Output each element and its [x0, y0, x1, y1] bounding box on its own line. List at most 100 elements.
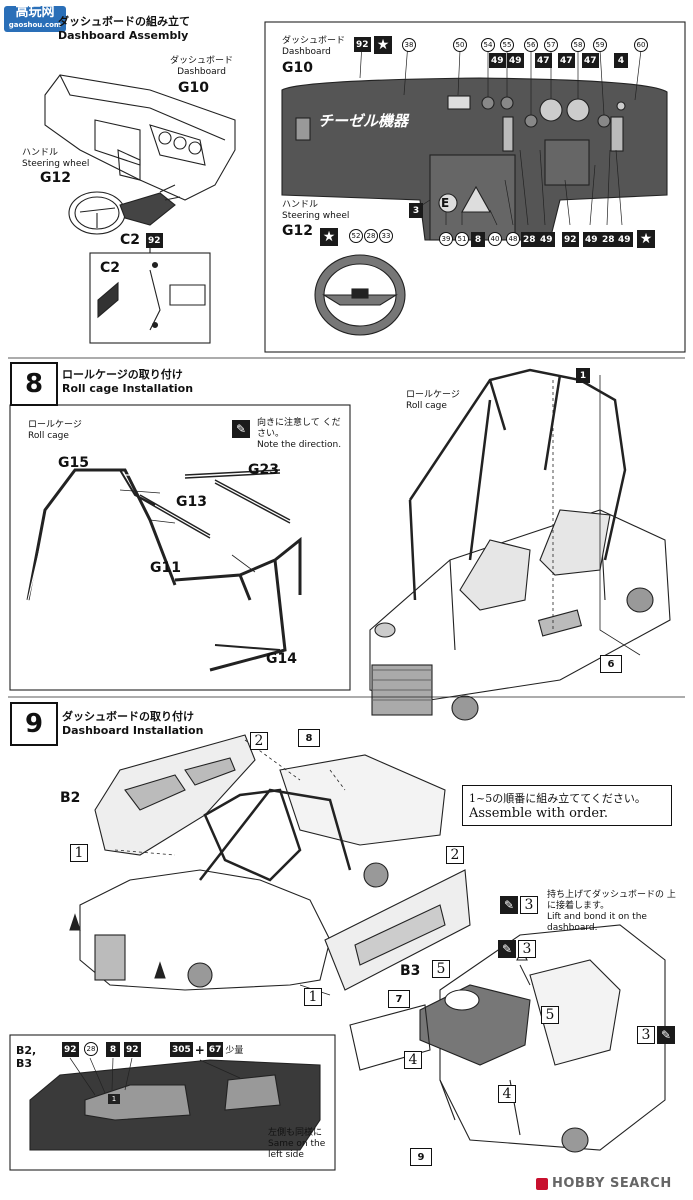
step7-wheel-en: Steering wheel	[22, 159, 90, 169]
inset-mid-color-1: 49	[507, 53, 524, 68]
inset-bottom-color-1: 39	[439, 232, 453, 246]
step8-note-en: Note the direction.	[257, 440, 342, 450]
inset-mid-color-5: 4	[614, 53, 628, 68]
inset-bottom-color-4: 40	[488, 232, 502, 246]
step9-ref-8: 8	[298, 729, 320, 747]
step8-part-g23: G23	[248, 462, 279, 478]
step8-number: 8	[10, 362, 58, 406]
step8-right-cage-label: ロールケージ Roll cage	[406, 390, 460, 412]
step7-c2-color: 92	[146, 233, 163, 248]
step9-panel-small: 少量	[225, 1046, 244, 1056]
inset-e-letter: E	[441, 196, 450, 210]
inset-wheel-jp: ハンドル	[282, 200, 319, 210]
inset-num-2: 55	[500, 38, 514, 52]
step9-b3: B3	[400, 963, 421, 979]
step7-wheel-part: G12	[40, 170, 71, 186]
inset-bottom-color-11: 49	[616, 232, 633, 247]
glue-icon-lift: ✎	[500, 896, 518, 914]
step7-title-jp: ダッシュボードの組み立て	[58, 15, 190, 28]
glue-icon-right: ✎	[657, 1026, 675, 1044]
step9-order-note: 1~5の順番に組み立ててください。 Assemble with order.	[462, 785, 672, 826]
step7-dashboard-en: Dashboard	[177, 67, 226, 77]
inset-color-top-1: 38	[402, 38, 416, 52]
step7-header: ダッシュボードの組み立て Dashboard Assembly	[58, 13, 190, 42]
step9-panel-color-2: 8	[106, 1042, 120, 1057]
step9-panel-color-0: 92	[62, 1042, 79, 1057]
step9-seq-3-mid: 3	[518, 940, 536, 958]
inset-color-top-0: 92	[354, 37, 371, 52]
inset-star-icon-wheel: ★	[320, 228, 338, 246]
step9-seq-2-top: 2	[250, 732, 268, 750]
step8-part-g15: G15	[58, 455, 89, 471]
step8-right-cage-jp: ロールケージ	[406, 390, 460, 400]
step9-title-jp: ダッシュボードの取り付け	[62, 710, 194, 723]
step9-panel-color-3: 92	[124, 1042, 141, 1057]
inset-wheel-color-2: 33	[379, 229, 393, 243]
step9-same-note: 左側も同様に Same on the left side	[268, 1128, 332, 1161]
step7-title-en: Dashboard Assembly	[58, 29, 189, 42]
step9-title-en: Dashboard Installation	[62, 724, 204, 737]
step9-same-jp: 左側も同様に	[268, 1128, 323, 1138]
inset-logo-text: チーゼル機器	[318, 112, 409, 130]
inset-bottom-color-6: 28	[521, 232, 538, 247]
step8-ref-6: 6	[600, 655, 622, 673]
inset-bottom-color-9: 49	[583, 232, 600, 247]
watermark-bottom: HOBBY SEARCH	[536, 1176, 672, 1191]
step8-cage-en: Roll cage	[28, 431, 69, 441]
step9-lift-note: 持ち上げてダッシュボードの 上に接着します。 Lift and bond it …	[547, 890, 677, 934]
inset-mid-color-0: 49	[489, 53, 506, 68]
step9-ref-7: 7	[388, 990, 410, 1008]
step9-seq-1-left: 1	[70, 844, 88, 862]
step9-lift-en: Lift and bond it on the dashboard.	[547, 912, 647, 933]
inset-wheel-color-0: 52	[349, 229, 363, 243]
inset-num-5: 58	[571, 38, 585, 52]
step7-dashboard-jp: ダッシュボード	[170, 56, 234, 66]
step9-panel-inner: 1	[108, 1094, 120, 1104]
watermark-logo-url: gaoshou.com	[8, 21, 62, 29]
step7-dashboard-label: ダッシュボード Dashboard	[170, 56, 233, 78]
inset-star-icon-right: ★	[637, 230, 655, 248]
step9-order-en: Assemble with order.	[469, 806, 609, 821]
inset-bottom-color-2: 51	[455, 232, 469, 246]
inset-dashboard-jp: ダッシュボード	[282, 36, 346, 46]
inset-num-4: 57	[544, 38, 558, 52]
step9-panel-mix: 305 + 67 少量	[170, 1042, 243, 1057]
step8-part-g14: G14	[266, 651, 297, 667]
step8-part-g11: G11	[150, 560, 181, 576]
step9-seq-4-left: 4	[404, 1051, 422, 1069]
step9-seq-1-bottom: 1	[304, 988, 322, 1006]
inset-wheel-part: G12	[282, 223, 313, 239]
step7-wheel-label: ハンドル Steering wheel	[22, 148, 89, 170]
step9-panel-plus: +	[194, 1042, 205, 1057]
inset-wheel-color-1: 28	[364, 229, 378, 243]
inset-star-icon-top: ★	[374, 36, 392, 54]
step7-wheel-jp: ハンドル	[22, 148, 59, 158]
step9-same-en: Same on the left side	[268, 1139, 326, 1160]
step8-ref-1: 1	[576, 368, 590, 383]
step8-note: 向きに注意して ください。 Note the direction.	[257, 418, 347, 451]
inset-num-7: 60	[634, 38, 648, 52]
step8-title-en: Roll cage Installation	[62, 382, 194, 395]
step9-number: 9	[10, 702, 58, 746]
step9-seq-5-right: 5	[541, 1006, 559, 1024]
step8-title-jp: ロールケージの取り付け	[62, 368, 183, 381]
step9-seq-2-right: 2	[446, 846, 464, 864]
step7-dashboard-part: G10	[178, 80, 209, 96]
step8-header: ロールケージの取り付け Roll cage Installation	[62, 366, 193, 395]
step9-panel-color-1: 28	[84, 1042, 98, 1056]
step9-seq-3-right: 3	[637, 1026, 655, 1044]
inset-mid-color-4: 47	[582, 53, 599, 68]
inset-num-3: 56	[524, 38, 538, 52]
watermark-logo-text: 高玩网	[15, 5, 55, 20]
step9-header: ダッシュボードの取り付け Dashboard Installation	[62, 708, 203, 737]
step7-c2-label: C2	[120, 232, 141, 248]
inset-bottom-color-7: 49	[538, 232, 555, 247]
step9-b2: B2	[60, 790, 81, 806]
step8-part-g13: G13	[176, 494, 207, 510]
inset-mid-color-2: 47	[535, 53, 552, 68]
note-icon: ✎	[232, 420, 250, 438]
hobby-search-logo-icon	[536, 1177, 548, 1190]
step9-lift-jp: 持ち上げてダッシュボードの 上に接着します。	[547, 890, 676, 911]
step9-order-jp: 1~5の順番に組み立ててください。	[469, 792, 646, 805]
